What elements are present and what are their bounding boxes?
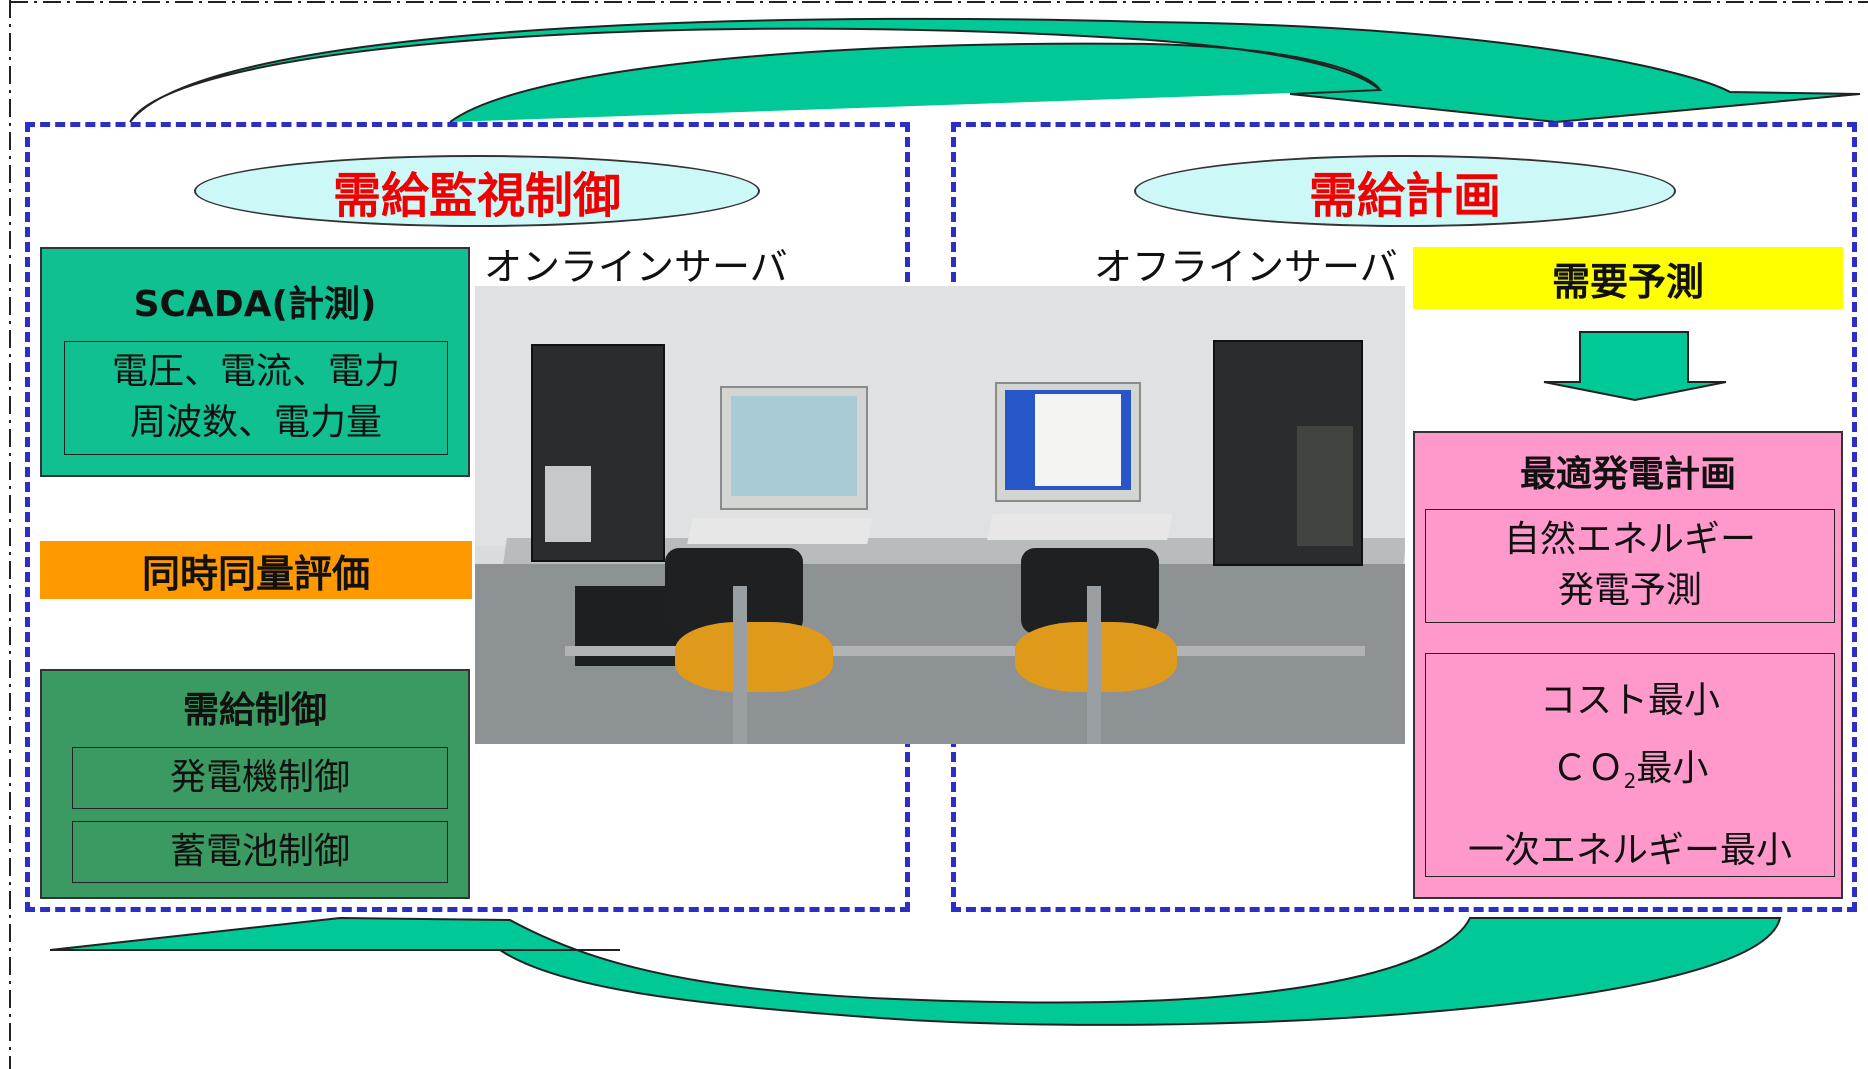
generator-control: 発電機制御 [72, 747, 448, 809]
control-title: 需給制御 [182, 690, 327, 731]
down-arrow [1543, 331, 1727, 402]
objectives-box: コスト最小 ＣＯ2最小 一次エネルギー最小 [1425, 653, 1835, 877]
bottom-cycle-arrow [49, 916, 1782, 1026]
plan-box: 最適発電計画 自然エネルギー 発電予測 コスト最小 ＣＯ2最小 一次エネルギー最… [1413, 431, 1843, 899]
renewable-forecast-box: 自然エネルギー 発電予測 [1425, 509, 1835, 623]
photo-keyboard-right [987, 514, 1173, 540]
monitoring-title: 需給監視制御 [194, 155, 760, 227]
photo-chair-left-seat [675, 622, 833, 692]
server-photo [475, 286, 1405, 744]
renewable-line-2: 発電予測 [1557, 570, 1702, 611]
plan-title: 最適発電計画 [1519, 454, 1736, 495]
photo-shelf [565, 646, 1365, 656]
co2-subscript: 2 [1623, 769, 1637, 794]
photo-chair-right-post [1087, 586, 1101, 744]
co2-label: ＣＯ [1551, 748, 1624, 789]
scada-line-2: 周波数、電力量 [129, 402, 382, 443]
objective-primary-energy: 一次エネルギー最小 [1467, 830, 1792, 872]
objective-cost: コスト最小 [1539, 680, 1720, 721]
scada-box: SCADA(計測) 電圧、電流、電力 周波数、電力量 [40, 247, 470, 477]
scada-title: SCADA(計測) [133, 284, 377, 325]
scada-measurements: 電圧、電流、電力 周波数、電力量 [64, 341, 448, 455]
photo-tower-right-panel [1297, 426, 1353, 546]
planning-title: 需給計画 [1134, 155, 1676, 227]
top-cycle-arrow [129, 17, 1861, 124]
photo-tower-left-panel [545, 466, 591, 542]
control-box: 需給制御 発電機制御 蓄電池制御 [40, 669, 470, 899]
photo-keyboard-left [687, 518, 873, 544]
forecast-bar: 需要予測 [1413, 247, 1843, 309]
eval-bar: 同時同量評価 [40, 541, 472, 599]
photo-monitor-right-window [1035, 394, 1121, 486]
renewable-line-1: 自然エネルギー [1503, 519, 1756, 560]
offline-server-label: オフラインサーバ [1094, 245, 1398, 289]
scada-line-1: 電圧、電流、電力 [111, 351, 400, 392]
co2-min: 最小 [1636, 748, 1709, 789]
online-server-label: オンラインサーバ [484, 245, 788, 289]
photo-tower-left [531, 344, 665, 562]
battery-control: 蓄電池制御 [72, 821, 448, 883]
photo-monitor-left-screen [731, 396, 857, 496]
photo-chair-left-post [733, 586, 747, 744]
objective-co2: ＣＯ2最小 [1426, 734, 1834, 816]
